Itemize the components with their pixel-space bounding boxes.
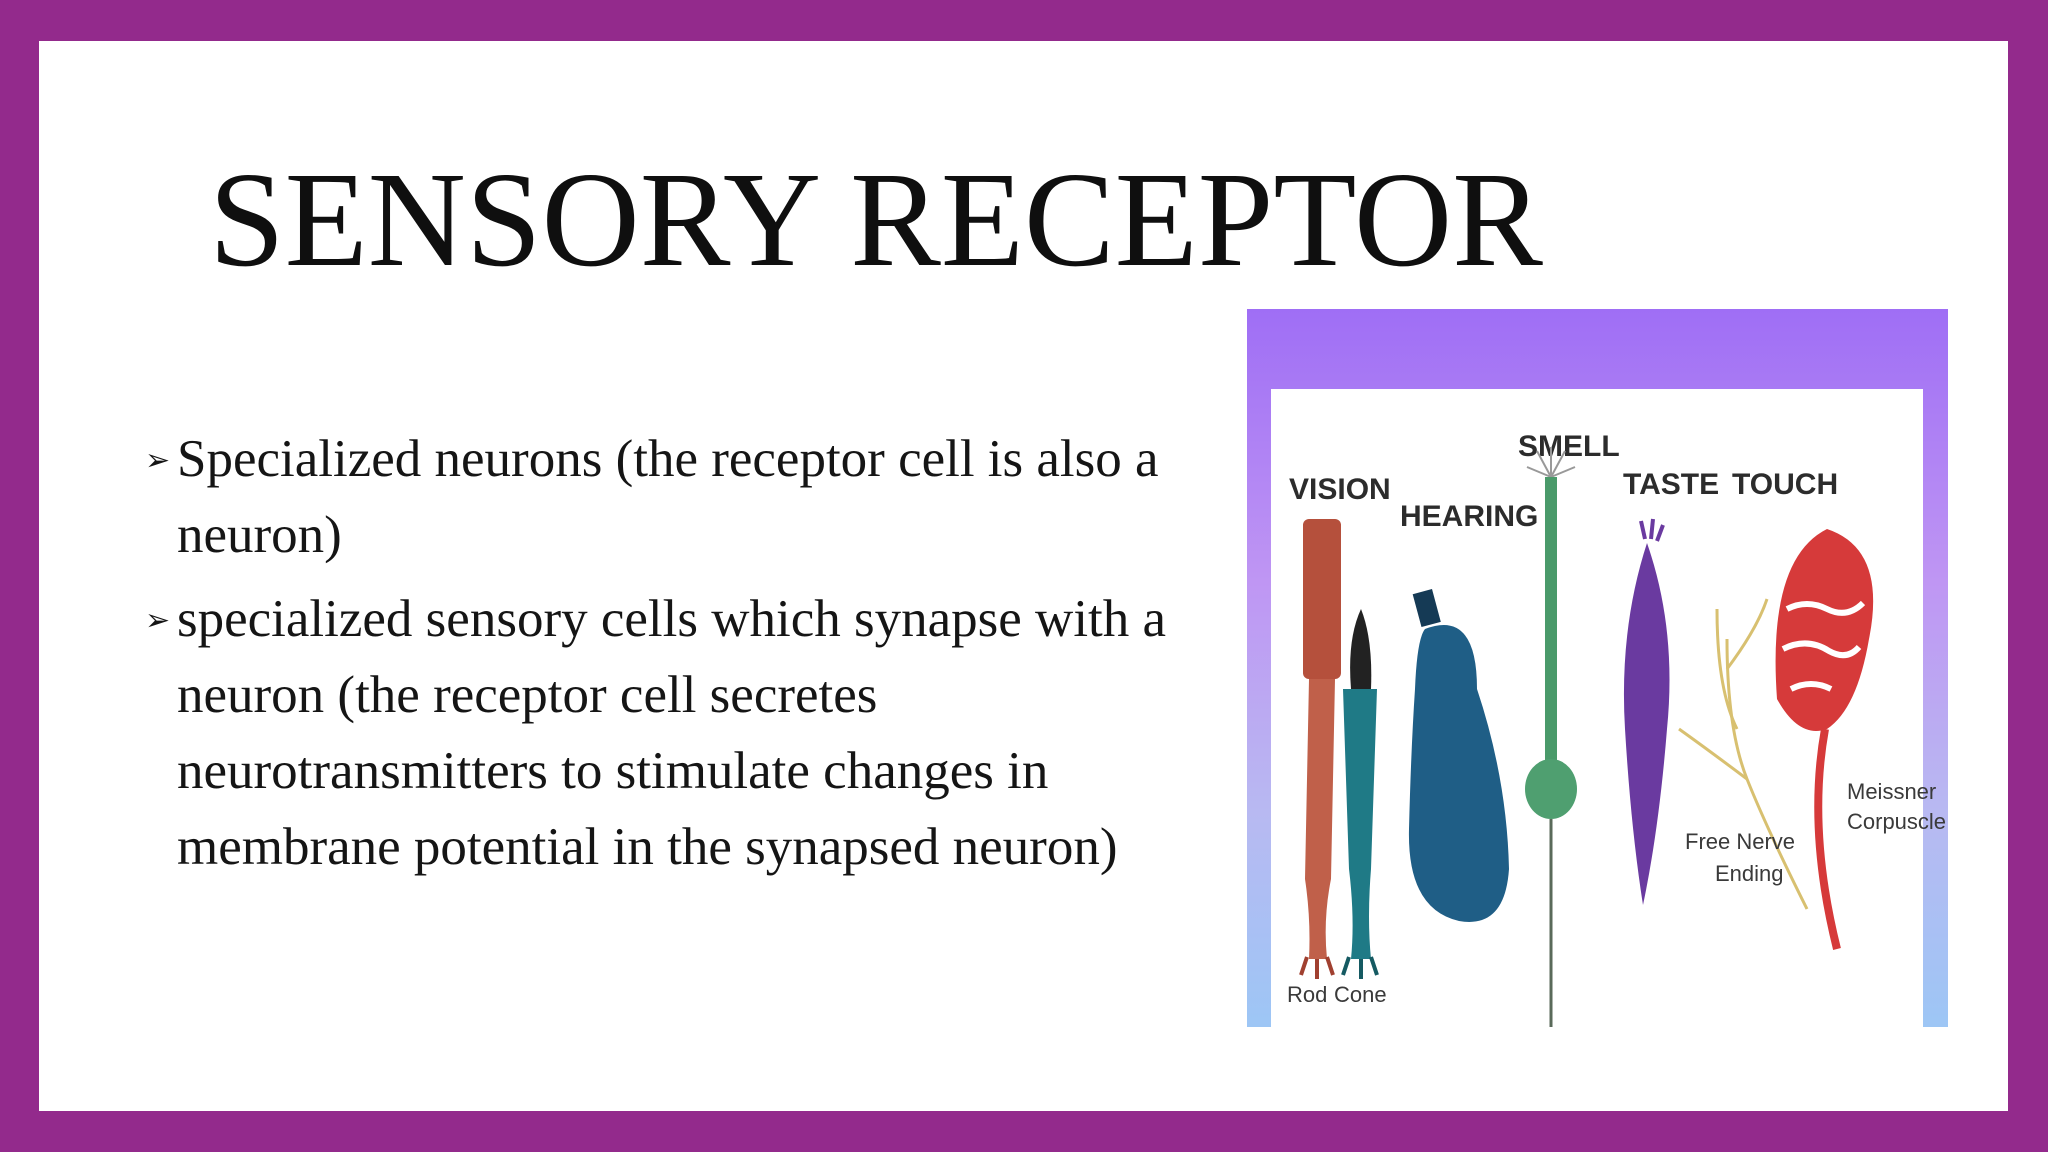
smell-cell-shape bbox=[1525, 447, 1577, 1027]
slide: SENSORY RECEPTOR ➢ Specialized neurons (… bbox=[39, 41, 2008, 1111]
label-meissner-2: Corpuscle bbox=[1847, 809, 1946, 834]
arrow-bullet-icon: ➢ bbox=[145, 603, 171, 638]
label-cone: Cone bbox=[1334, 982, 1387, 1007]
meissner-corpuscle-shape bbox=[1775, 529, 1874, 950]
cone-cell-shape bbox=[1341, 609, 1379, 979]
bullet-text: Specialized neurons (the receptor cell i… bbox=[177, 430, 1159, 564]
taste-cell-shape bbox=[1623, 518, 1670, 905]
label-free-nerve-1: Free Nerve bbox=[1685, 829, 1795, 854]
slide-title: SENSORY RECEPTOR bbox=[209, 145, 1543, 295]
label-free-nerve-2: Ending bbox=[1715, 861, 1784, 886]
label-touch: TOUCH bbox=[1732, 468, 1838, 501]
label-meissner-1: Meissner bbox=[1847, 779, 1936, 804]
bullet-text: specialized sensory cells which synapse … bbox=[177, 590, 1167, 876]
bullet-item: ➢ specialized sensory cells which synaps… bbox=[145, 581, 1255, 885]
label-taste: TASTE bbox=[1623, 468, 1719, 501]
sensory-receptor-figure: VISION HEARING SMELL TASTE TOUCH Rod Con… bbox=[1247, 309, 1948, 1027]
label-vision: VISION bbox=[1289, 473, 1391, 506]
bullet-item: ➢ Specialized neurons (the receptor cell… bbox=[145, 421, 1255, 573]
rod-cell-shape bbox=[1299, 519, 1341, 979]
free-nerve-ending-shape bbox=[1678, 598, 1809, 910]
label-smell: SMELL bbox=[1518, 430, 1620, 463]
hearing-cell-shape bbox=[1408, 589, 1509, 922]
label-hearing: HEARING bbox=[1400, 500, 1538, 533]
receptor-illustration: VISION HEARING SMELL TASTE TOUCH Rod Con… bbox=[1271, 389, 1946, 1027]
arrow-bullet-icon: ➢ bbox=[145, 443, 171, 478]
label-rod: Rod bbox=[1287, 982, 1327, 1007]
bullet-list: ➢ Specialized neurons (the receptor cell… bbox=[145, 421, 1255, 893]
